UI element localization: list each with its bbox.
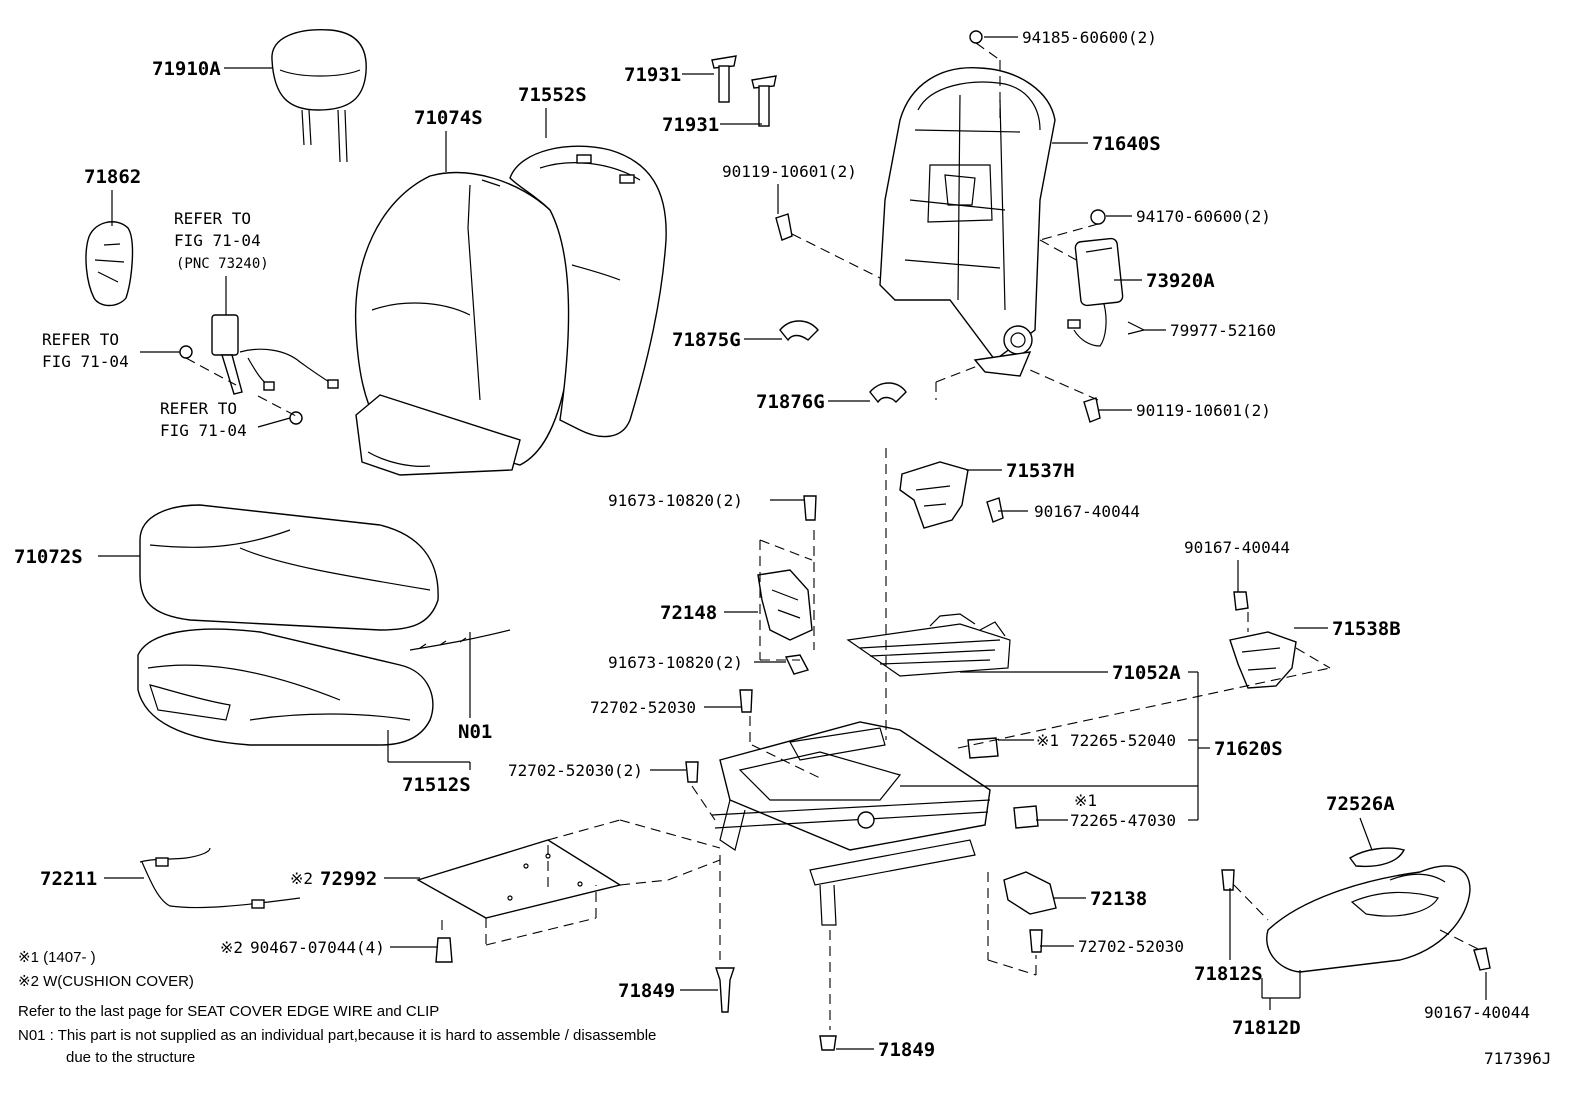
- label-90119-10601-upper: 90119-10601(2): [722, 162, 857, 181]
- refer-3-line1: REFER TO: [160, 399, 237, 418]
- bolts-drawing: [435, 213, 1491, 971]
- refer-1-line3: (PNC 73240): [176, 256, 269, 272]
- mark-1-a: ※1: [1036, 731, 1059, 750]
- label-71072S: 71072S: [14, 546, 83, 568]
- cushion-cover-drawing: [139, 504, 439, 631]
- refer-2-line2: FIG 71-04: [42, 352, 129, 371]
- label-72702-52030-b: 72702-52030(2): [508, 761, 643, 780]
- clip-71849-drawing: [715, 967, 837, 1051]
- label-72265-47030: 72265-47030: [1070, 811, 1176, 830]
- refer-3-line2: FIG 71-04: [160, 421, 247, 440]
- refer-2-line1: REFER TO: [42, 330, 119, 349]
- headrest-guide-drawing: [711, 55, 777, 127]
- mark-2-a: ※2: [290, 869, 313, 888]
- label-71512S: 71512S: [402, 774, 471, 796]
- bracket-72148-drawing: [757, 569, 813, 641]
- label-72265-52040: 72265-52040: [1070, 731, 1176, 750]
- mark-2-b: ※2: [220, 938, 243, 957]
- recliner-cover-drawing: [779, 320, 907, 404]
- label-72992: 72992: [320, 868, 377, 890]
- bracket-71537H-drawing: [899, 461, 969, 529]
- label-71910A: 71910A: [152, 58, 221, 80]
- label-71552S: 71552S: [518, 84, 587, 106]
- footnote-1: ※1 (1407- ): [18, 949, 96, 966]
- side-airbag-drawing: [1067, 209, 1145, 347]
- side-cover-drawing: [85, 221, 134, 307]
- label-79977-52160: 79977-52160: [1170, 321, 1276, 340]
- label-72702-52030-c: 72702-52030: [1078, 937, 1184, 956]
- label-71862: 71862: [84, 166, 141, 188]
- label-90119-10601-lower: 90119-10601(2): [1136, 401, 1271, 420]
- label-90167-40044-a: 90167-40044: [1034, 502, 1140, 521]
- label-71620S: 71620S: [1214, 738, 1283, 760]
- label-71849-lower: 71849: [878, 1039, 935, 1061]
- bracket-71538B-drawing: [1229, 631, 1297, 689]
- footnote-2: ※2 W(CUSHION COVER): [18, 973, 194, 990]
- seatback-frame-drawing: [879, 30, 1056, 377]
- label-90467-07044: 90467-07044(4): [250, 938, 385, 957]
- label-90167-40044-b: 90167-40044: [1184, 538, 1290, 557]
- seat-wire-drawing: [139, 847, 301, 909]
- headrest-drawing: [271, 29, 367, 163]
- refer-1-line2: FIG 71-04: [174, 231, 261, 250]
- bracket-72265-drawing: [967, 737, 1039, 829]
- footnote-3: Refer to the last page for SEAT COVER ED…: [18, 1003, 439, 1020]
- label-71640S: 71640S: [1092, 133, 1161, 155]
- refer-labels: REFER TO FIG 71-04 (PNC 73240) REFER TO …: [42, 209, 269, 440]
- cover-72138-drawing: [1003, 871, 1057, 915]
- label-71812D: 71812D: [1232, 1017, 1301, 1039]
- label-90167-40044-c: 90167-40044: [1424, 1003, 1530, 1022]
- label-71537H: 71537H: [1006, 460, 1075, 482]
- footnote-4: N01 : This part is not supplied as an in…: [18, 1027, 656, 1044]
- seatback-pad-drawing: [509, 145, 667, 438]
- label-72526A: 72526A: [1326, 793, 1395, 815]
- label-71538B: 71538B: [1332, 618, 1401, 640]
- label-71074S: 71074S: [414, 107, 483, 129]
- label-71052A: 71052A: [1112, 662, 1181, 684]
- label-72211: 72211: [40, 868, 97, 890]
- figure-id: 717396J: [1484, 1049, 1551, 1068]
- seatback-cover-drawing: [354, 172, 575, 476]
- side-cover-71812-drawing: [1266, 847, 1471, 973]
- assembly-dashed-lines: [185, 42, 1481, 1030]
- seat-adjuster-drawing: [711, 721, 991, 926]
- cushion-pad-drawing: [137, 628, 434, 746]
- label-91673-10820-upper: 91673-10820(2): [608, 491, 743, 510]
- label-71812S: 71812S: [1194, 963, 1263, 985]
- cushion-wire-drawing: [409, 629, 511, 651]
- spring-mat-drawing: [846, 613, 1011, 677]
- footnote-5: due to the structure: [66, 1049, 195, 1066]
- footnotes: ※1 (1407- ) ※2 W(CUSHION COVER) Refer to…: [18, 949, 1551, 1068]
- label-72138: 72138: [1090, 888, 1147, 910]
- mark-1-b: ※1: [1074, 791, 1097, 810]
- label-73920A: 73920A: [1146, 270, 1215, 292]
- label-N01: N01: [458, 721, 492, 743]
- label-94170-60600: 94170-60600(2): [1136, 207, 1271, 226]
- label-72702-52030-a: 72702-52030: [590, 698, 696, 717]
- label-71875G: 71875G: [672, 329, 741, 351]
- refer-1-line1: REFER TO: [174, 209, 251, 228]
- label-71876G: 71876G: [756, 391, 825, 413]
- label-72148: 72148: [660, 602, 717, 624]
- label-71931-upper: 71931: [624, 64, 681, 86]
- label-91673-10820-lower: 91673-10820(2): [608, 653, 743, 672]
- label-71931-lower: 71931: [662, 114, 719, 136]
- part-labels: 71910A 71862 71074S 71552S 71931 71931 9…: [14, 28, 1530, 1061]
- label-94185-60600: 94185-60600(2): [1022, 28, 1157, 47]
- board-72992-drawing: [416, 839, 622, 919]
- leader-lines: [98, 36, 1487, 1050]
- label-71849-upper: 71849: [618, 980, 675, 1002]
